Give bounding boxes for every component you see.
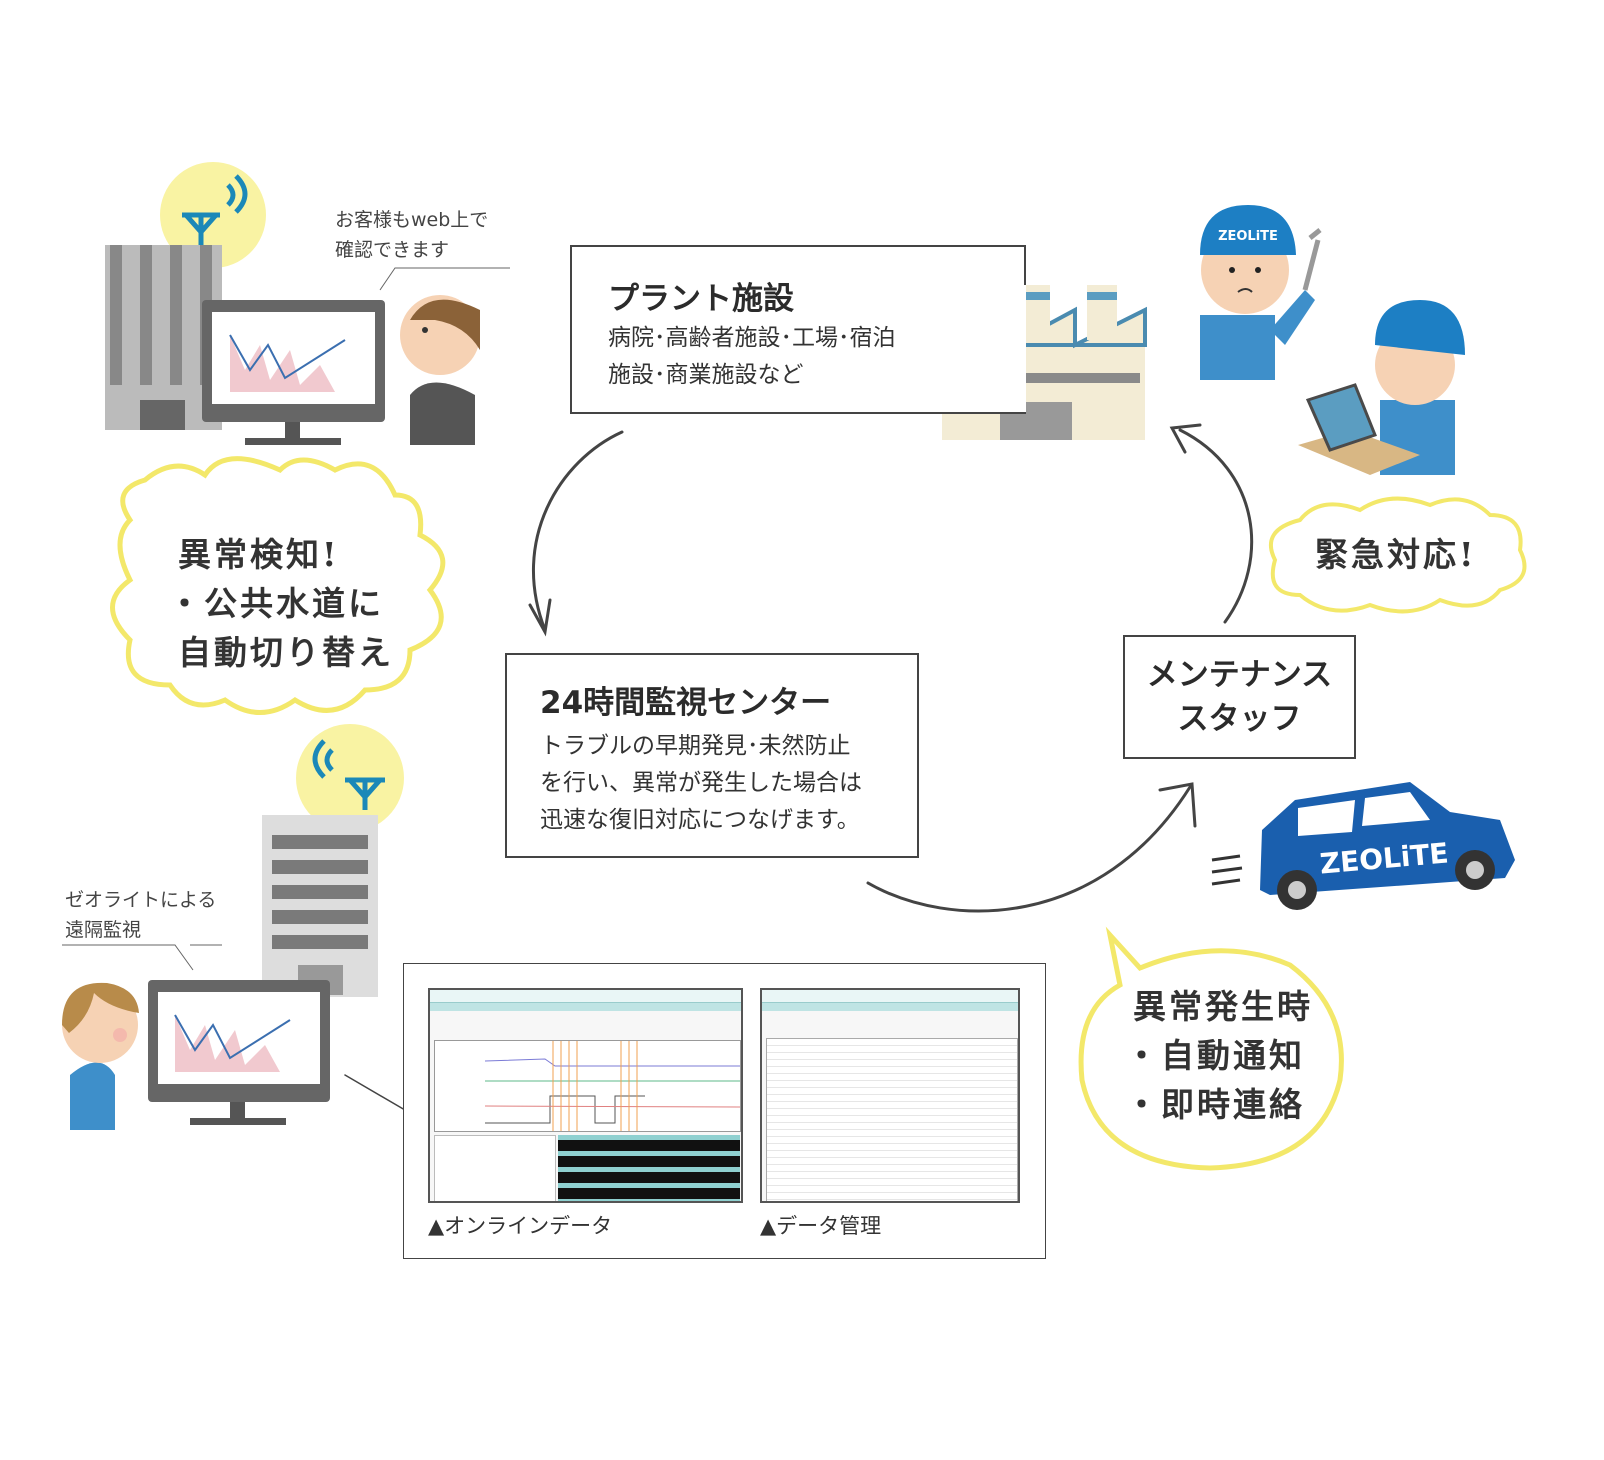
- notify-speech-bubble: [1078, 926, 1344, 1171]
- laptop-icon: [1305, 383, 1377, 452]
- screens-frame: ▲オンラインデータ ▲データ管理: [403, 963, 1046, 1259]
- customer-note-line2: 確認できます: [335, 239, 450, 261]
- center-line2: を行い、異常が発生した場合は: [540, 770, 862, 796]
- online-data-screenshot: [428, 988, 743, 1203]
- customer-scene: [105, 162, 510, 445]
- center-line3: 迅速な復旧対応につなげます。: [540, 807, 860, 833]
- remote-note-line2: 遠隔監視: [65, 919, 142, 941]
- arrow-center-to-staff: [866, 785, 1192, 913]
- helmet-icon: [1200, 205, 1296, 255]
- plant-line1: 病院･高齢者施設･工場･宿泊: [608, 325, 896, 351]
- customer-person: [410, 382, 475, 445]
- wrench-icon: [1302, 228, 1322, 291]
- alert-cloud-bubble: [110, 456, 446, 715]
- emergency-text: 緊急対応!: [1315, 535, 1477, 574]
- remote-note-line1: ゼオライトによる: [65, 889, 217, 911]
- emergency-cloud-bubble: [1269, 496, 1527, 614]
- maintenance-workers: ZEOLiTE: [1200, 205, 1465, 475]
- callout-pointer: [344, 1074, 406, 1111]
- arrow-staff-to-plant: [1178, 428, 1254, 624]
- arrow-center-to-staff-head: [1158, 782, 1197, 828]
- maintenance-staff-box: メンテナンス スタッフ: [1123, 635, 1356, 759]
- maintenance-line2: スタッフ: [1177, 701, 1302, 737]
- maintenance-line1: メンテナンス: [1146, 657, 1333, 693]
- notify-line2: ・自動通知: [1125, 1036, 1305, 1075]
- online-data-caption: ▲オンラインデータ: [428, 1214, 613, 1238]
- plant-box-edge: [1024, 245, 1026, 285]
- alert-bubble-text: 異常検知! ・公共水道に 自動切り替え: [168, 530, 394, 677]
- data-management-screenshot: [760, 988, 1020, 1203]
- alert-line2: ・公共水道に: [168, 584, 384, 623]
- online-trend-chart: [484, 1041, 741, 1131]
- plant-title: プラント施設: [608, 281, 794, 317]
- alert-line3: 自動切り替え: [178, 633, 394, 672]
- plant-facility-box: プラント施設 病院･高齢者施設･工場･宿泊 施設･商業施設など: [570, 245, 1026, 414]
- operator-person: [70, 1062, 115, 1130]
- center-description: トラブルの早期発見･未然防止 を行い、異常が発生した場合は 迅速な復旧対応につな…: [540, 728, 862, 839]
- notify-line1: 異常発生時: [1133, 987, 1313, 1026]
- alert-line1: 異常検知!: [178, 535, 340, 574]
- remote-note: ゼオライトによる 遠隔監視: [65, 885, 216, 945]
- data-management-caption: ▲データ管理: [760, 1214, 882, 1238]
- plant-description: 病院･高齢者施設･工場･宿泊 施設･商業施設など: [608, 320, 896, 394]
- helmet-logo: ZEOLiTE: [1218, 229, 1278, 244]
- center-line1: トラブルの早期発見･未然防止: [540, 733, 851, 759]
- antenna-icon: [182, 174, 248, 245]
- customer-note: お客様もweb上で 確認できます: [335, 205, 488, 265]
- flow-arrows: [344, 423, 1254, 1111]
- arrow-plant-to-center-head: [528, 598, 552, 637]
- arrow-plant-to-center: [531, 430, 624, 632]
- monitoring-center-box: 24時間監視センター トラブルの早期発見･未然防止 を行い、異常が発生した場合は…: [505, 653, 919, 858]
- customer-note-line1: お客様もweb上で: [335, 209, 489, 231]
- antenna-icon: [312, 739, 385, 810]
- plant-line2: 施設･商業施設など: [608, 362, 804, 388]
- notify-line3: ・即時連絡: [1125, 1085, 1305, 1124]
- center-title: 24時間監視センター: [540, 685, 832, 721]
- arrow-staff-to-plant-head: [1169, 423, 1202, 454]
- notify-bubble-text: 異常発生時 ・自動通知 ・即時連絡: [1125, 982, 1313, 1129]
- remote-monitoring-scene: [62, 724, 404, 1130]
- zeolite-car-icon: ZEOLiTE: [1211, 782, 1515, 910]
